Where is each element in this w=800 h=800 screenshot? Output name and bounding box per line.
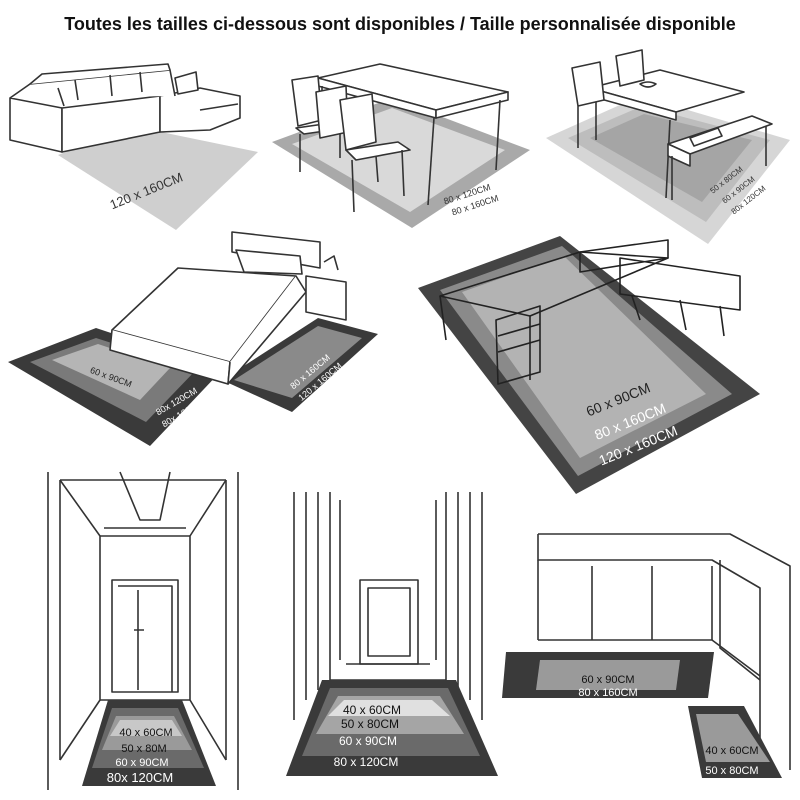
kitchen-size-label-2: 80 x 160CM <box>578 687 637 699</box>
kitchen-size-label-3: 40 x 60CM <box>705 745 758 757</box>
sofa-scene: 120 x 160CM <box>9 63 258 230</box>
hallway-size-label-4: 80x 120CM <box>107 770 173 785</box>
sofa-rug <box>58 126 258 230</box>
bedroom-side-rug-inner <box>234 326 362 398</box>
kitchen-size-label-4: 50 x 80CM <box>705 765 758 777</box>
sofa-icon <box>9 63 241 153</box>
office-scene: 60 x 90CM 80 x 160CM 120 x 160CM <box>418 236 760 494</box>
hallway-scene: 40 x 60CM 50 x 80M 60 x 90CM 80x 120CM <box>47 471 239 790</box>
kitchen-size-label-1: 60 x 90CM <box>581 674 634 686</box>
office-rug-small <box>462 256 706 458</box>
dining-chairs-icon <box>291 75 411 213</box>
entrance-size-label-1: 40 x 60CM <box>343 703 401 717</box>
entrance-scene: 40 x 60CM 50 x 80CM 60 x 90CM 80 x 120CM <box>286 492 498 776</box>
bed-icon <box>109 231 347 385</box>
bench-scene: 50 x 80CM 60 x 90CM 80x 120CM <box>546 49 790 244</box>
hallway-rug-tiny <box>110 720 182 736</box>
entrance-size-label-2: 50 x 80CM <box>341 717 399 731</box>
kitchen-scene: 60 x 90CM 80 x 160CM 40 x 60CM 50 x 80CM <box>502 533 791 778</box>
entrance-size-label-4: 80 x 120CM <box>334 755 399 769</box>
page-title: Toutes les tailles ci-dessous sont dispo… <box>64 14 736 34</box>
hallway-size-label-3: 60 x 90CM <box>115 757 168 769</box>
kitchen-counter-icon <box>537 533 791 770</box>
entrance-rug-tiny <box>328 700 450 716</box>
hallway-size-label-2: 50 x 80M <box>121 743 166 755</box>
kitchen-rug-main-inner <box>536 660 680 690</box>
bedroom-rug-small <box>52 344 170 400</box>
table-bench-icon <box>571 49 773 200</box>
kitchen-rug-side-inner <box>696 714 770 762</box>
bedroom-scene: 60 x 90CM 80x 120CM 80x 160CM 80 x 160CM… <box>8 231 378 446</box>
desk-icon <box>439 239 741 385</box>
hallway-size-label-1: 40 x 60CM <box>119 727 172 739</box>
dining-scene: 80 x 120CM 80 x 160CM <box>272 63 530 228</box>
entrance-size-label-3: 60 x 90CM <box>339 734 397 748</box>
